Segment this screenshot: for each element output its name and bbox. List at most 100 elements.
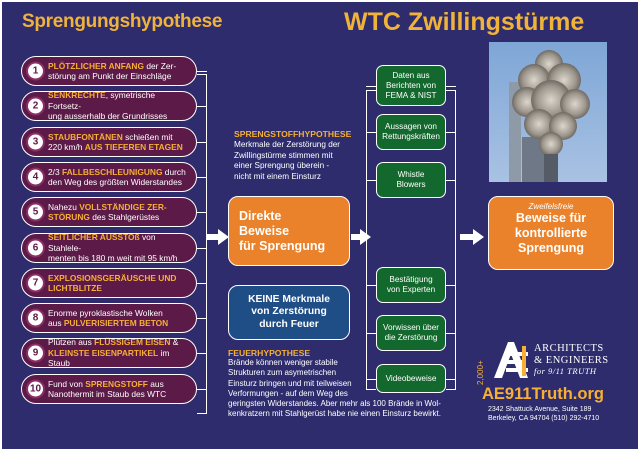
evidence-text-part: Enorme pyroklastische Wolken bbox=[48, 307, 163, 318]
source-box: Vorwissen über die Zerstörung bbox=[376, 315, 446, 351]
evidence-text-part: & bbox=[170, 337, 179, 348]
connector-line bbox=[197, 353, 207, 354]
sources-left-bracket bbox=[366, 90, 376, 390]
evidence-number: 1 bbox=[26, 61, 45, 81]
evidence-highlight: STÖRUNG bbox=[48, 212, 90, 222]
evidence-text: PLÖTZLICHER ANFANG der Zer-störung am Pu… bbox=[48, 61, 176, 82]
fire-hypothesis: FEUERHYPOTHESE Brände können weniger sta… bbox=[228, 348, 468, 420]
org-address: 2342 Shattuck Avenue, Suite 189 Berkeley… bbox=[488, 405, 599, 423]
evidence-highlight: PLÖTZLICHER ANFANG bbox=[48, 60, 144, 71]
evidence-text-part: des Stahlgerüstes bbox=[89, 212, 160, 222]
connector-line bbox=[366, 379, 376, 380]
evidence-number: 3 bbox=[26, 132, 45, 152]
evidence-text-part: 2/3 bbox=[48, 166, 62, 177]
connector-line bbox=[446, 86, 456, 87]
arrow-right-icon bbox=[351, 229, 371, 245]
evidence-text-part: Plützen aus bbox=[48, 337, 95, 348]
arrow-right-icon bbox=[460, 229, 484, 245]
evidence-highlight: VOLLSTÄNDIGE ZER- bbox=[79, 201, 167, 212]
connector-line bbox=[197, 177, 207, 178]
evidence-highlight: PULVERISIERTEM BETON bbox=[63, 318, 169, 328]
tower-dust-cloud-image bbox=[489, 42, 607, 182]
evidence-text-part: Fund von bbox=[48, 378, 86, 389]
direct-evidence-box: Direkte Beweise für Sprengung bbox=[228, 196, 350, 266]
source-box: Whistle Blowers bbox=[376, 162, 446, 198]
sources-right-bracket bbox=[446, 90, 456, 390]
evidence-highlight: EXPLOSIONSGERÄUSCHE UND bbox=[48, 272, 177, 283]
evidence-highlight: FLÜSSIGEM EISEN bbox=[94, 337, 171, 348]
evidence-text-part: menten bis 180 m weit mit 95 km/h bbox=[48, 253, 178, 264]
conclusion-main: Beweise für kontrollierte Sprengung bbox=[514, 211, 588, 255]
connector-line bbox=[197, 248, 207, 249]
fire-hypothesis-text: Brände können weniger stabile Strukturen… bbox=[228, 358, 441, 419]
evidence-highlight: SENKRECHTE bbox=[48, 90, 106, 101]
evidence-highlight: STAUBFONTÄNEN bbox=[48, 131, 123, 142]
connector-line bbox=[446, 379, 456, 380]
connector-line bbox=[366, 86, 376, 87]
connector-line bbox=[366, 333, 376, 334]
evidence-number: 4 bbox=[26, 167, 45, 187]
fire-hypothesis-heading: FEUERHYPOTHESE bbox=[228, 348, 311, 358]
evidence-number: 5 bbox=[26, 202, 45, 222]
evidence-text-part: aus bbox=[48, 318, 64, 328]
arrow-right-icon bbox=[207, 229, 229, 245]
org-year-text: 2,000+ bbox=[476, 360, 485, 385]
source-box: Videobeweise bbox=[376, 364, 446, 393]
evidence-number: 8 bbox=[26, 308, 45, 328]
connector-line bbox=[366, 180, 376, 181]
evidence-highlight: KLEINSTE EISENPARTIKEL bbox=[48, 347, 159, 358]
evidence-text-part: im Staub bbox=[48, 347, 170, 369]
evidence-number: 2 bbox=[26, 96, 45, 116]
explosive-hypothesis: SPRENGSTOFFHYPOTHESE Merkmale der Zerstö… bbox=[234, 129, 366, 182]
explosive-hypothesis-heading: SPRENGSTOFFHYPOTHESE bbox=[234, 129, 352, 139]
source-box: Daten aus Berichten von FEMA & NIST bbox=[376, 65, 446, 106]
evidence-text: Plützen aus FLÜSSIGEM EISEN &KLEINSTE EI… bbox=[48, 337, 190, 369]
evidence-text-part: Nahezu bbox=[48, 201, 80, 212]
evidence-number: 9 bbox=[26, 343, 45, 363]
evidence-text: Nahezu VOLLSTÄNDIGE ZER-STÖRUNG des Stah… bbox=[48, 202, 167, 223]
connector-line bbox=[197, 389, 207, 390]
org-line3: for 9/11 TRUTH bbox=[534, 366, 597, 376]
title-right: WTC Zwillingstürme bbox=[344, 8, 585, 36]
evidence-text-part: störung am Punkt der Einschläge bbox=[48, 71, 172, 81]
evidence-text-part: 220 km/h bbox=[48, 142, 85, 152]
connector-line bbox=[446, 333, 456, 334]
org-address-line: 2342 Shattuck Avenue, Suite 189 bbox=[488, 406, 592, 413]
connector-line bbox=[197, 71, 207, 72]
evidence-text-part: , symetrische Fortsetz- bbox=[48, 90, 156, 111]
evidence-text: SEITLICHER AUSSTOß von Stahlele-menten b… bbox=[48, 232, 190, 264]
evidence-text-part: ung ausserhalb der Grundrisses bbox=[48, 111, 168, 122]
evidence-highlight: LICHTBLITZE bbox=[48, 283, 102, 293]
connector-line bbox=[197, 283, 207, 284]
evidence-text-part: schießen mit bbox=[122, 131, 173, 142]
evidence-text: SENKRECHTE, symetrische Fortsetz-ung aus… bbox=[48, 90, 190, 122]
left-bracket bbox=[197, 74, 207, 414]
connector-line bbox=[446, 285, 456, 286]
evidence-text-part: von Stahlele- bbox=[48, 232, 156, 253]
org-city-line: Berkeley, CA 94704 (510) 292-4710 bbox=[488, 415, 600, 422]
explosive-hypothesis-text: Merkmale der Zerstörung der Zwillingstür… bbox=[234, 140, 341, 181]
evidence-text-part: aus bbox=[147, 378, 164, 389]
evidence-highlight: FALLBESCHLEUNIGUNG bbox=[61, 166, 163, 177]
connector-line bbox=[197, 142, 207, 143]
connector-line bbox=[197, 212, 207, 213]
evidence-text-part: Nanothermit im Staub des WTC bbox=[48, 389, 167, 399]
evidence-number: 10 bbox=[26, 379, 45, 399]
connector-line bbox=[197, 318, 207, 319]
source-box: Aussagen von Rettungskräften bbox=[376, 114, 446, 150]
org-url[interactable]: AE911Truth.org bbox=[482, 385, 604, 403]
evidence-number: 7 bbox=[26, 273, 45, 293]
org-line2: & ENGINEERS bbox=[534, 354, 609, 366]
